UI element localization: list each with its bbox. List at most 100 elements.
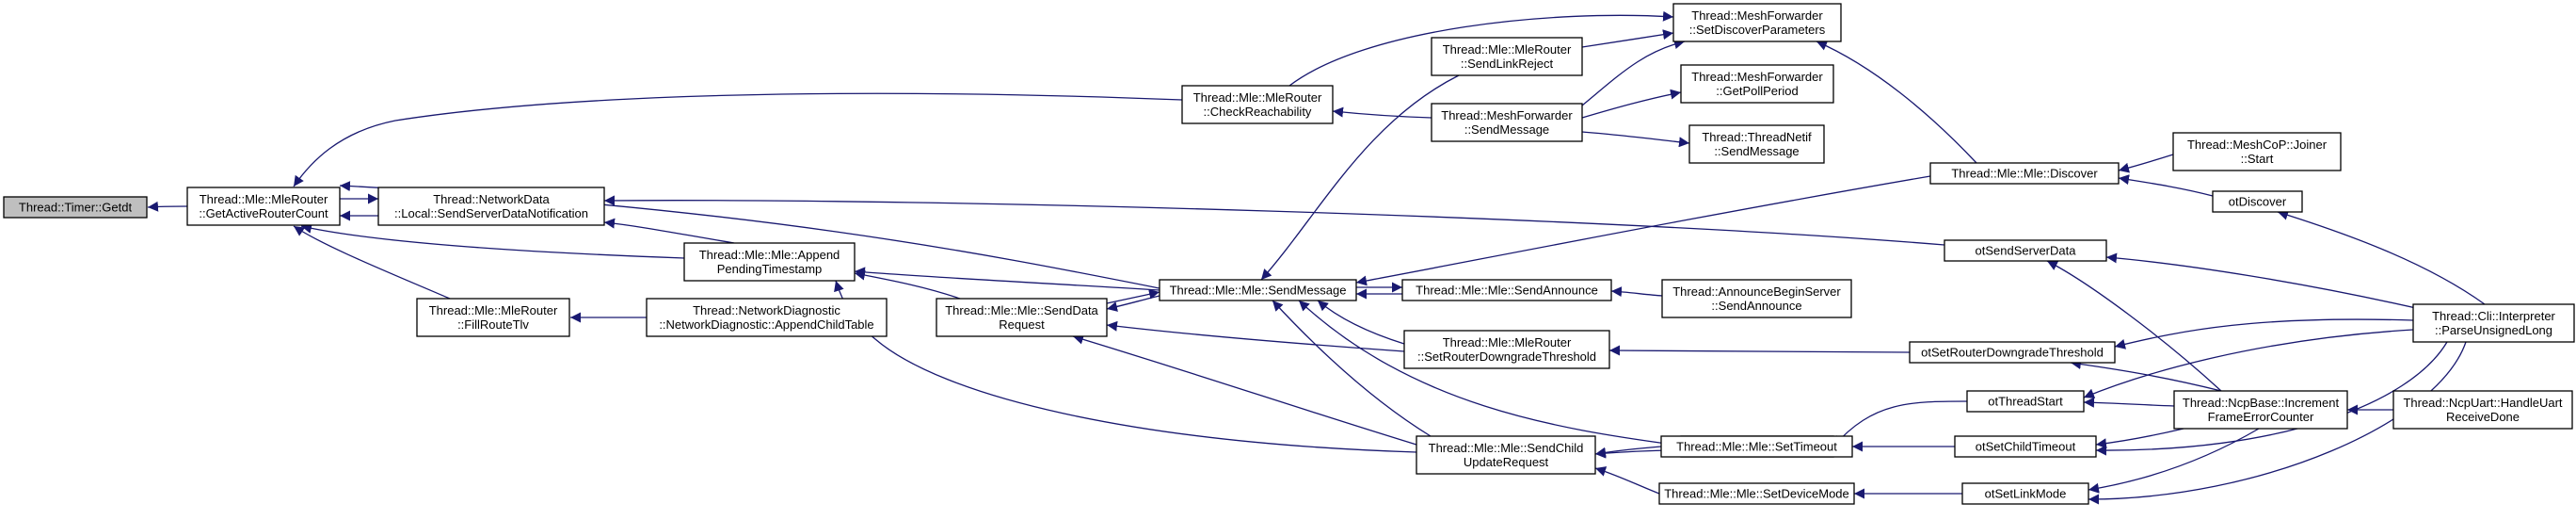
node-box (2412, 303, 2575, 343)
edge-incrementFrameErrorCounter-to-otThreadStart (2083, 397, 2175, 408)
node-joiner-start[interactable]: Thread::MeshCoP::Joiner::Start (2172, 132, 2342, 171)
node-send-message-mle[interactable]: Thread::Mle::Mle::SendMessage (1159, 279, 1357, 301)
node-getdt[interactable]: Thread::Timer::Getdt (3, 196, 148, 219)
node-box (1680, 64, 1834, 104)
edge-parseUnsignedLong-to-otDiscover (2277, 210, 2486, 305)
edge-path (2046, 260, 2222, 392)
node-thread-netif-send-message[interactable]: Thread::ThreadNetif::SendMessage (1688, 124, 1825, 164)
edge-sendLinkReject-to-sendMessageMle (1260, 74, 1460, 281)
edge-otDiscover-to-mleDiscover (2118, 174, 2214, 197)
node-label: Thread::NcpBase::Increment (2183, 396, 2340, 410)
node-set-timeout[interactable]: Thread::Mle::Mle::SetTimeout (1660, 435, 1853, 458)
node-send-announce[interactable]: Thread::Mle::Mle::SendAnnounce (1401, 279, 1612, 301)
node-send-server-data-notification[interactable]: Thread::NetworkData::Local::SendServerDa… (377, 187, 605, 226)
node-box (416, 298, 570, 337)
node-label: Thread::NcpUart::HandleUart (2403, 396, 2562, 410)
node-label: ReceiveDone (2446, 410, 2520, 424)
edge-path (1594, 446, 1662, 458)
node-append-child-table[interactable]: Thread::NetworkDiagnostic::NetworkDiagno… (646, 298, 888, 337)
edge-path (2083, 329, 2414, 398)
edge-path (1608, 345, 1911, 356)
node-ot-set-child-timeout[interactable]: otSetChildTimeout (1954, 435, 2097, 458)
node-box (186, 187, 341, 226)
node-label: Thread::Mle::MleRouter (1443, 42, 1572, 57)
node-ot-thread-start[interactable]: otThreadStart (1966, 390, 2085, 413)
node-mesh-send-message[interactable]: Thread::MeshForwarder::SendMessage (1431, 103, 1583, 142)
node-label: ::SendMessage (1464, 122, 1549, 137)
node-box (1961, 482, 2089, 505)
edge-path (1288, 10, 1674, 87)
node-announce-begin-server[interactable]: Thread::AnnounceBeginServer::SendAnnounc… (1661, 279, 1852, 318)
edge-path (147, 201, 188, 212)
edge-otSendServerData-to-sendServerDataNotification (603, 195, 1945, 246)
node-send-link-reject[interactable]: Thread::Mle::MleRouter::SendLinkReject (1431, 37, 1583, 76)
node-ot-discover[interactable]: otDiscover (2212, 190, 2303, 213)
node-mle-discover[interactable]: Thread::Mle::Mle::Discover (1929, 162, 2120, 185)
node-label: Thread::Mle::Mle::Discover (1951, 167, 2098, 181)
node-fill-route-tlv[interactable]: Thread::Mle::MleRouter::FillRouteTlv (416, 298, 570, 337)
edge-setRouterDowngradeThreshold-to-sendDataRequest (1106, 320, 1405, 352)
node-set-router-downgrade-threshold[interactable]: Thread::Mle::MleRouter::SetRouterDowngra… (1403, 330, 1610, 369)
node-box (1658, 482, 1855, 505)
edge-incrementFrameErrorCounter-to-otSetLinkMode (2088, 428, 2260, 494)
edge-path (1317, 300, 1405, 345)
edge-path (603, 218, 735, 244)
edge-appendPendingTimestamp-to-getActiveRouterCount (300, 223, 685, 259)
node-label: Thread::NetworkData (433, 192, 550, 206)
node-box (1181, 85, 1334, 124)
node-box (683, 242, 856, 282)
node-increment-frame-error-counter[interactable]: Thread::NcpBase::IncrementFrameErrorCoun… (2173, 390, 2348, 430)
edge-setTimeout-to-sendChildUpdateRequest (1594, 446, 1662, 458)
node-ot-send-server-data[interactable]: otSendServerData (1944, 239, 2107, 262)
edge-path (1355, 175, 1931, 286)
node-label: ::Local::SendServerDataNotification (394, 206, 588, 220)
node-label: Thread::Mle::MleRouter (200, 192, 328, 206)
edge-path (1581, 131, 1690, 148)
edge-path (2070, 359, 2222, 392)
edge-path (1332, 106, 1432, 119)
node-label: Thread::Mle::MleRouter (429, 303, 558, 317)
edge-path (2277, 210, 2486, 305)
edge-joinerStart-to-mleDiscover (2118, 154, 2174, 173)
edge-meshSendMessage-to-getPollPeriod (1581, 89, 1682, 119)
node-label: ::FillRouteTlv (457, 317, 529, 332)
node-ot-set-router-downgrade-threshold[interactable]: otSetRouterDowngradeThreshold (1909, 341, 2116, 364)
edge-path (854, 267, 1160, 291)
edge-path (1581, 39, 1686, 106)
node-check-reachability[interactable]: Thread::Mle::MleRouter::CheckReachabilit… (1181, 85, 1334, 124)
node-label: Thread::MeshCoP::Joiner (2187, 138, 2328, 152)
node-label: ::GetPollPeriod (1716, 84, 1798, 98)
edge-sendChildUpdateRequest-to-appendPendingTimestamp (834, 280, 1417, 453)
node-label: Thread::Mle::Mle::SendMessage (1170, 284, 1347, 298)
node-box (3, 196, 148, 219)
edge-path (2083, 397, 2175, 408)
node-parse-unsigned-long[interactable]: Thread::Cli::Interpreter::ParseUnsignedL… (2412, 303, 2575, 343)
node-box (1661, 279, 1852, 318)
node-set-device-mode[interactable]: Thread::Mle::Mle::SetDeviceMode (1658, 482, 1855, 505)
node-get-active-router-count[interactable]: Thread::Mle::MleRouter::GetActiveRouterC… (186, 187, 341, 226)
node-box (646, 298, 888, 337)
node-box (1688, 124, 1825, 164)
node-get-poll-period[interactable]: Thread::MeshForwarder::GetPollPeriod (1680, 64, 1834, 104)
node-box (1159, 279, 1357, 301)
edge-meshSendMessage-to-setDiscoverParameters (1581, 39, 1686, 106)
node-label: otSetLinkMode (1985, 487, 2067, 501)
edge-path (1610, 286, 1663, 298)
node-box (2212, 190, 2303, 213)
edge-path (1298, 300, 1682, 447)
node-set-discover-parameters[interactable]: Thread::MeshForwarder::SetDiscoverParame… (1672, 3, 1842, 42)
edge-setRouterDowngradeThreshold-to-sendMessageMle (1317, 300, 1405, 345)
node-label: Thread::Mle::Mle::SendChild (1429, 441, 1584, 455)
edge-meshSendMessage-to-checkReachability (1332, 106, 1432, 119)
edge-path (2095, 428, 2184, 449)
edge-path (293, 92, 1183, 187)
node-ot-set-link-mode[interactable]: otSetLinkMode (1961, 482, 2089, 505)
node-label: ::SendLinkReject (1461, 57, 1554, 71)
node-label: ::SetDiscoverParameters (1689, 23, 1826, 37)
edge-path (1272, 300, 1432, 437)
node-label: Thread::Mle::MleRouter (1193, 90, 1322, 105)
